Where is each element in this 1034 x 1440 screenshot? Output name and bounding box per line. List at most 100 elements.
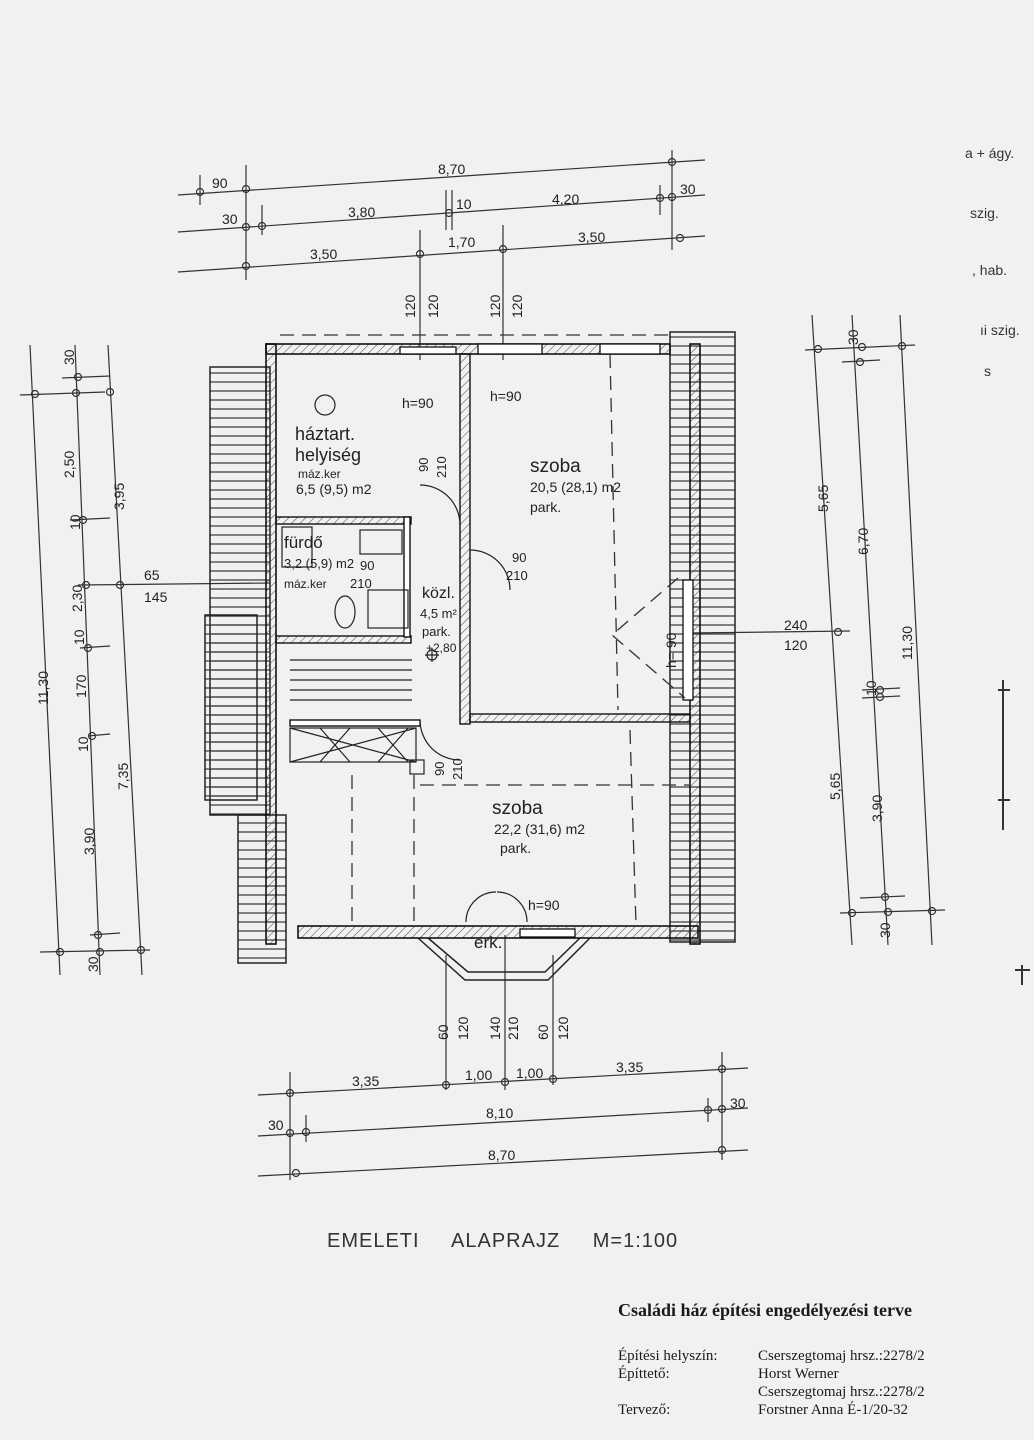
top-dim-380: 3,80 (348, 204, 375, 220)
room-furdo-name: fürdő (284, 533, 323, 552)
title-block-value: Forstner Anna É-1/20-32 (758, 1402, 908, 1418)
top-opening-120-c: 120 (487, 294, 503, 318)
right-dimension-chains (689, 314, 946, 946)
plan-title: EMELETI ALAPRAJZ M=1:100 (327, 1230, 704, 1253)
left-dim-30-top: 30 (61, 349, 77, 365)
title-block-heading: Családi ház építési engedélyezési terve (618, 1300, 912, 1320)
right-dim-1130: 11,30 (899, 626, 915, 660)
edge-scale-marks (998, 680, 1030, 985)
room-szoba2-area: 22,2 (31,6) m2 (494, 821, 585, 837)
left-dim-1130: 11,30 (35, 671, 51, 705)
door-b-width: 90 (512, 550, 526, 565)
door-a-width: 90 (416, 458, 431, 472)
left-dim-390: 3,90 (81, 828, 97, 855)
room-szoba2-floor: park. (500, 840, 531, 856)
bottom-opening-60-a: 60 (435, 1024, 451, 1040)
window-tag-h90-a: h=90 (402, 395, 434, 411)
title-block-key: Építési helyszín: (618, 1348, 718, 1364)
plan-title-floor: EMELETI (327, 1230, 420, 1252)
room-szoba1-floor: park. (530, 499, 561, 515)
title-block-key: Építtető: (618, 1366, 670, 1382)
title-block-key (618, 1383, 758, 1401)
bottom-opening-60-b: 60 (535, 1024, 551, 1040)
title-block-row: Építési helyszín: Cserszegtomaj hrsz.:22… (618, 1347, 1028, 1365)
room-szoba1-area: 20,5 (28,1) m2 (530, 479, 621, 495)
bottom-opening-120-b: 120 (555, 1016, 571, 1040)
door-c-height: 210 (450, 758, 465, 780)
bottom-opening-210: 210 (505, 1016, 521, 1040)
title-block-row: Építtető: Horst Werner (618, 1365, 1028, 1383)
door-b-height: 210 (506, 568, 528, 583)
window-tag-h90-b: h=90 (490, 388, 522, 404)
bottom-dim-335-b: 3,35 (616, 1059, 643, 1075)
furdo-door-height: 210 (350, 576, 372, 591)
right-dimension-labels: 11,30 5,65 5,65 30 6,70 10 3,90 30 240 1… (784, 329, 915, 938)
top-dim-90: 90 (212, 175, 228, 191)
room-haztart-name1: háztart. (295, 424, 355, 444)
room-haztart-area: 6,5 (9,5) m2 (296, 481, 372, 497)
left-dim-735: 7,35 (115, 763, 131, 790)
bottom-opening-120-a: 120 (455, 1016, 471, 1040)
top-dim-420: 4,20 (552, 191, 579, 207)
left-dim-10-c: 10 (75, 736, 91, 752)
top-dimension-chains (177, 150, 706, 360)
margin-note-1: a + ágy. (965, 145, 1015, 161)
left-window-145: 145 (144, 589, 168, 605)
room-haztart-floor: máz.ker (298, 467, 341, 481)
bottom-opening-140: 140 (487, 1016, 503, 1040)
right-dim-390: 3,90 (869, 795, 885, 822)
room-szoba2-name: szoba (492, 798, 543, 819)
room-erk-name: erk. (474, 933, 502, 952)
right-dim-565-top: 5,65 (815, 485, 831, 512)
left-dim-250: 2,50 (61, 451, 77, 478)
top-dim-30-left: 30 (222, 211, 238, 227)
bottom-dim-870: 8,70 (488, 1147, 515, 1163)
top-dimension-labels: 90 8,70 30 3,80 10 4,20 30 3,50 1,70 3,5… (212, 161, 696, 318)
left-dimension-labels: 11,30 3,95 7,35 30 2,50 10 2,30 10 170 1… (35, 349, 168, 972)
top-dimension-ticks (195, 157, 685, 271)
interior-walls (275, 353, 691, 727)
margin-note-4: ıi szig. (980, 322, 1020, 338)
furdo-door-width: 90 (360, 558, 374, 573)
top-dim-total-870: 8,70 (438, 161, 465, 177)
room-haztart-name2: helyiség (295, 445, 361, 465)
room-labels: háztart. helyiség máz.ker 6,5 (9,5) m2 f… (284, 424, 621, 952)
room-kozl-floor: park. (422, 624, 451, 639)
right-window-120: 120 (784, 637, 808, 653)
bottom-dimension-ticks (285, 1064, 727, 1178)
bottom-dim-100-b: 1,00 (516, 1065, 543, 1081)
right-dim-10: 10 (863, 680, 879, 696)
top-opening-120-a: 120 (402, 294, 418, 318)
title-block-value: Horst Werner (758, 1366, 839, 1382)
door-a-height: 210 (434, 456, 449, 478)
door-c-width: 90 (432, 762, 447, 776)
bottom-dim-30-left: 30 (268, 1117, 284, 1133)
room-furdo-floor: máz.ker (284, 577, 327, 591)
opening-tags: h=90 h=90 h=90 h= 90 90 210 90 210 90 21… (402, 388, 679, 913)
margin-note-5: s (984, 363, 991, 379)
top-dim-350-a: 3,50 (310, 246, 337, 262)
left-dim-395: 3,95 (111, 483, 127, 510)
title-block-value: Cserszegtomaj hrsz.:2278/2 (758, 1348, 925, 1364)
bottom-dim-100-a: 1,00 (465, 1067, 492, 1083)
margin-note-2: szig. (970, 205, 999, 221)
dashed-roof-lines (280, 334, 690, 926)
plan-title-name: ALAPRAJZ (451, 1230, 561, 1252)
title-block-key: Tervező: (618, 1402, 671, 1418)
bottom-dimension-labels: 60 120 140 210 60 120 3,35 1,00 1,00 3,3… (268, 1016, 746, 1163)
left-dim-30-bottom: 30 (85, 956, 101, 972)
outer-walls (265, 343, 701, 945)
left-dim-10-b: 10 (71, 629, 87, 645)
title-block: Családi ház építési engedélyezési terve … (618, 1300, 1028, 1419)
windows (399, 343, 694, 938)
plan-title-scale: M=1:100 (592, 1230, 679, 1252)
external-stair (204, 614, 258, 801)
room-szoba1-name: szoba (530, 456, 581, 477)
right-dim-565-bottom: 5,65 (827, 773, 843, 800)
room-kozl-name: közl. (422, 585, 455, 602)
right-dim-30-top: 30 (845, 329, 861, 345)
title-block-value: Cserszegtomaj hrsz.:2278/2 (758, 1384, 925, 1400)
room-kozl-area: 4,5 m² (420, 606, 458, 621)
right-dimension-ticks (813, 341, 937, 918)
